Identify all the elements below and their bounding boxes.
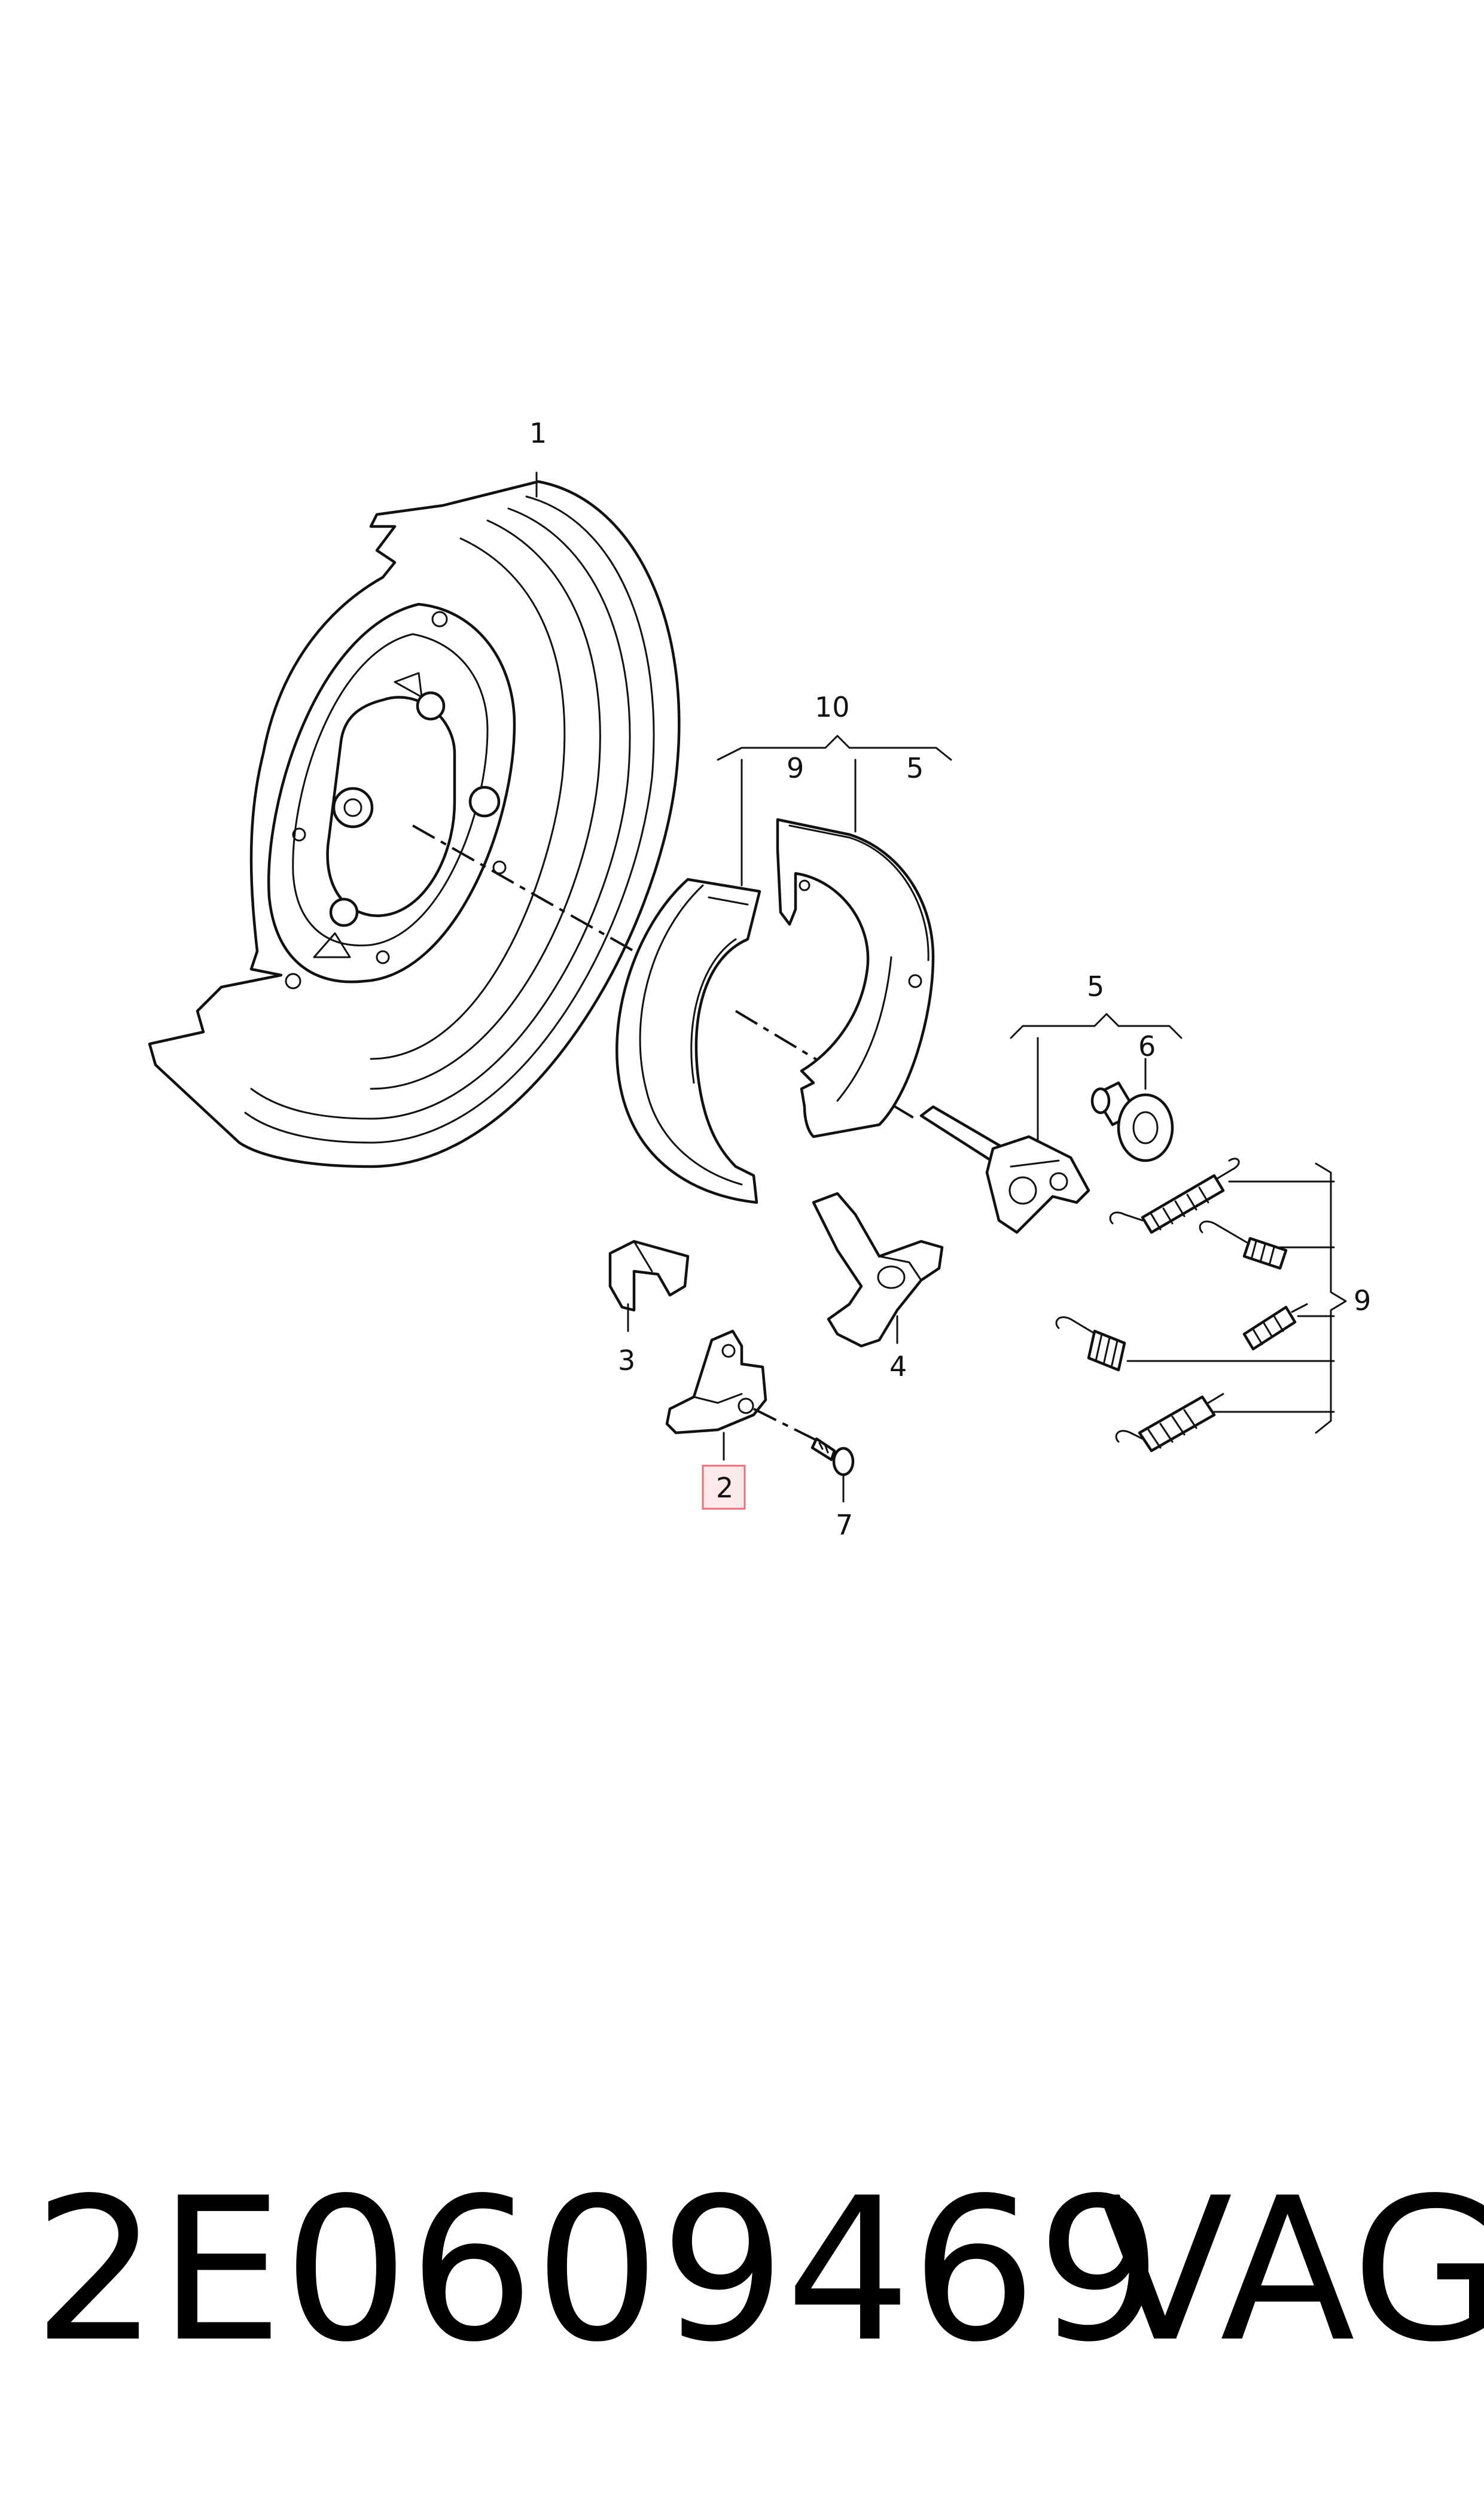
bracket-part-2[interactable] (665, 1329, 767, 1435)
lever-part-4[interactable] (812, 1192, 944, 1348)
callout-6: 6 (1138, 1030, 1156, 1062)
callout-3: 3 (618, 1344, 635, 1377)
callout-2-highlight[interactable]: 2 (702, 1464, 746, 1510)
exploded-parts-diagram: 1 10 9 5 5 6 9 3 4 2 7 (148, 417, 1371, 1541)
pin-part-6[interactable] (1090, 1081, 1174, 1162)
callout-9-top: 9 (787, 752, 804, 784)
callout-5-mid: 5 (1087, 970, 1104, 1003)
leader-lines (535, 471, 1183, 1503)
callout-5-top: 5 (906, 752, 924, 784)
callout-10: 10 (815, 691, 850, 723)
springs-part-9[interactable] (1055, 1158, 1347, 1453)
callout-1: 1 (529, 417, 547, 449)
screw-part-7[interactable] (753, 1408, 855, 1476)
assembly-axis-line (412, 824, 635, 952)
callout-4: 4 (889, 1350, 907, 1383)
callout-2: 2 (716, 1472, 733, 1504)
adjuster-part-5[interactable] (919, 1105, 1090, 1234)
brake-shoe-right-part-5[interactable] (776, 818, 935, 1138)
brand-name: VAG (1098, 2155, 1484, 2385)
callout-7: 7 (836, 1509, 853, 1541)
part-number: 2E0609469 (33, 2155, 1163, 2385)
backing-plate-part-1[interactable] (148, 480, 681, 1168)
brake-shoe-left-part-9[interactable] (615, 878, 761, 1204)
callout-9-right: 9 (1354, 1284, 1371, 1317)
clip-part-3[interactable] (608, 1240, 690, 1312)
